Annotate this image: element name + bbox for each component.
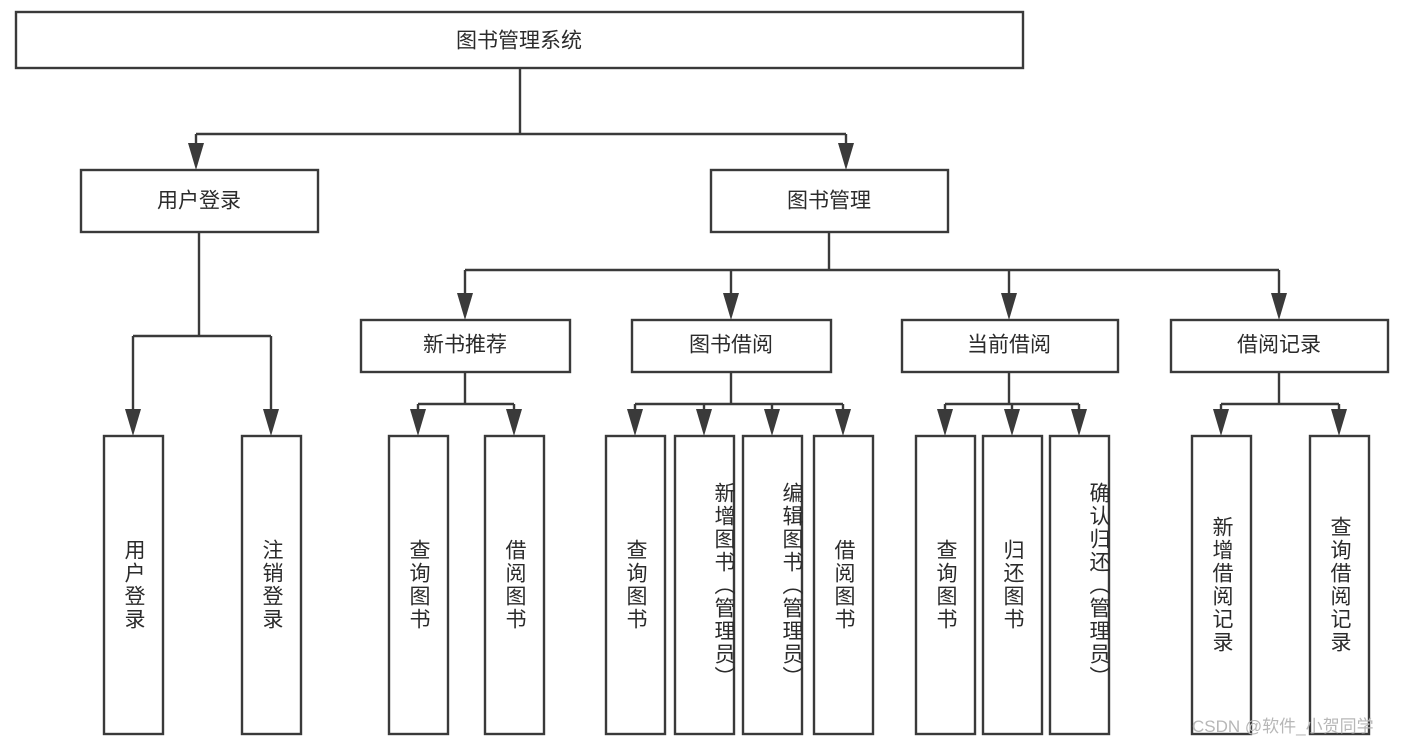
leaf-return-book-box[interactable] — [981, 434, 1044, 736]
leaf-borrow-book-1-box[interactable] — [483, 434, 546, 736]
connector-root-to-level1-bus — [194, 68, 848, 152]
arrowhead-to-leaf-return-book — [1004, 409, 1020, 436]
leaf-query-book-1-box[interactable] — [387, 434, 450, 736]
leaf-query-book-3-box[interactable] — [914, 434, 977, 736]
node-borrow-record[interactable]: 借阅记录 — [1169, 318, 1390, 374]
arrowhead-to-leaf-add-book — [696, 409, 712, 436]
leaf-add-borrow-record-box[interactable] — [1190, 434, 1253, 736]
node-book-management[interactable]: 图书管理 — [709, 168, 950, 234]
arrowhead-to-new-book-recommend — [457, 293, 473, 320]
leaf-edit-book-box[interactable] — [741, 434, 804, 736]
arrowhead-to-leaf-user-login — [125, 409, 141, 436]
leaf-query-borrow-record-box[interactable] — [1308, 434, 1371, 736]
node-new-book-recommend-box[interactable] — [359, 318, 572, 374]
node-new-book-recommend[interactable]: 新书推荐 — [359, 318, 572, 374]
node-borrow-record-label: 借阅记录 — [1237, 334, 1321, 357]
arrowhead-to-leaf-query-book-1 — [410, 409, 426, 436]
leaf-confirm-return-box[interactable] — [1048, 434, 1111, 736]
arrowhead-to-leaf-query-borrow-record — [1331, 409, 1347, 436]
node-book-management-box[interactable] — [709, 168, 950, 234]
arrowhead-to-leaf-logout-login — [263, 409, 279, 436]
arrowhead-to-leaf-borrow-book-1 — [506, 409, 522, 436]
arrowhead-to-leaf-query-book-2 — [627, 409, 643, 436]
connector-book-borrow-to-leaves — [633, 372, 845, 418]
leaf-user-login-box[interactable] — [102, 434, 165, 736]
connectors-group — [125, 68, 1347, 436]
leaf-add-book-box[interactable] — [673, 434, 736, 736]
leaf-borrow-book-2-box[interactable] — [812, 434, 875, 736]
arrowhead-to-leaf-query-book-3 — [937, 409, 953, 436]
leaf-query-book-2-box[interactable] — [604, 434, 667, 736]
node-borrow-record-box[interactable] — [1169, 318, 1390, 374]
leaf-boxes-group — [102, 434, 1371, 736]
connector-book-management-to-level2-bus — [463, 232, 1281, 302]
node-current-borrow-label: 当前借阅 — [967, 334, 1051, 357]
connector-new-book-recommend-to-leaves — [416, 372, 516, 418]
arrowhead-to-leaf-add-borrow-record — [1213, 409, 1229, 436]
node-book-management-label: 图书管理 — [787, 190, 871, 213]
connector-user-login-to-bus — [131, 232, 273, 418]
leaf-logout-login-box[interactable] — [240, 434, 303, 736]
node-root[interactable]: 图书管理系统 — [14, 10, 1025, 70]
node-current-borrow[interactable]: 当前借阅 — [900, 318, 1120, 374]
arrowhead-to-leaf-borrow-book-2 — [835, 409, 851, 436]
node-user-login[interactable]: 用户登录 — [79, 168, 320, 234]
csdn-watermark: CSDN @软件_小贺同学 — [1192, 717, 1374, 736]
arrowhead-to-user-login — [188, 143, 204, 170]
node-current-borrow-box[interactable] — [900, 318, 1120, 374]
node-book-borrow-box[interactable] — [630, 318, 833, 374]
node-user-login-label: 用户登录 — [157, 190, 241, 213]
connector-borrow-record-to-leaves — [1219, 372, 1341, 418]
arrowhead-to-borrow-record — [1271, 293, 1287, 320]
node-user-login-box[interactable] — [79, 168, 320, 234]
node-book-borrow-label: 图书借阅 — [689, 334, 773, 357]
arrowhead-to-book-management — [838, 143, 854, 170]
arrowhead-to-book-borrow — [723, 293, 739, 320]
node-new-book-recommend-label: 新书推荐 — [423, 334, 507, 357]
node-root-label: 图书管理系统 — [456, 30, 582, 53]
arrowhead-to-leaf-edit-book — [764, 409, 780, 436]
node-root-box[interactable] — [14, 10, 1025, 70]
arrowhead-to-current-borrow — [1001, 293, 1017, 320]
arrowhead-to-leaf-confirm-return — [1071, 409, 1087, 436]
node-book-borrow[interactable]: 图书借阅 — [630, 318, 833, 374]
